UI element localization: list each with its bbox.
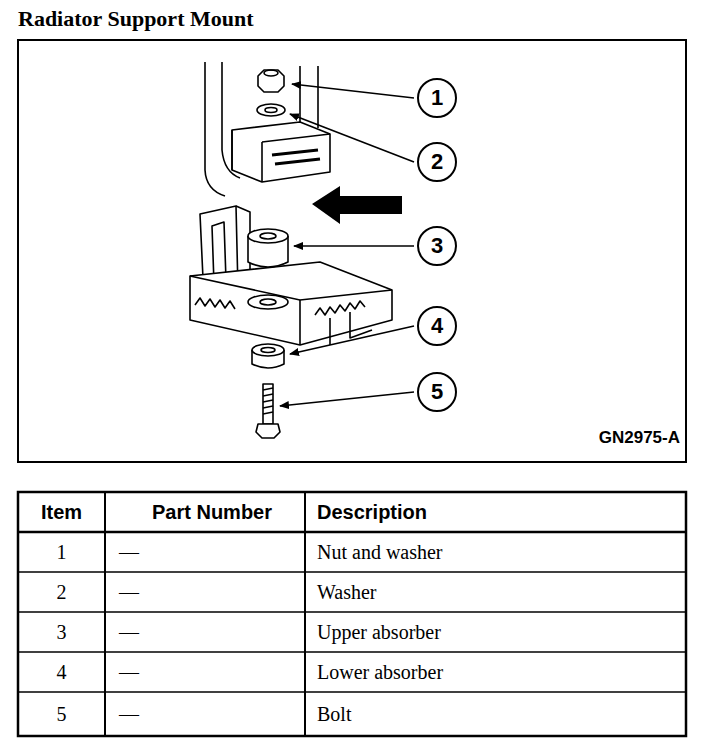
label-cell: Nut and washer <box>305 532 686 572</box>
label-cell: Lower absorber <box>305 652 686 692</box>
direction-arrow <box>312 186 402 224</box>
table-cell: 5 <box>57 703 67 726</box>
label-cell: — <box>105 692 305 736</box>
table-cell: — <box>119 703 139 726</box>
callout-circle: 5 <box>417 372 457 412</box>
table-cell: — <box>119 581 139 604</box>
label-cell: Upper absorber <box>305 612 686 652</box>
label-cell: 4 <box>18 652 105 692</box>
table-cell: 4 <box>57 661 67 684</box>
table-cell: Lower absorber <box>317 661 443 684</box>
label-cell: Description <box>305 492 686 532</box>
table-cell: — <box>119 541 139 564</box>
callout-number: 3 <box>431 235 443 257</box>
table-cell: Nut and washer <box>317 541 443 564</box>
parts-table-grid <box>18 492 686 736</box>
table-cell: 2 <box>57 581 67 604</box>
label-cell: GN2975-A <box>500 424 680 452</box>
mount-drawing <box>190 62 392 438</box>
table-cell: 3 <box>57 621 67 644</box>
table-cell: Bolt <box>317 703 351 726</box>
table-cell: — <box>119 621 139 644</box>
label-cell: 3 <box>18 612 105 652</box>
label-cell: 1 <box>18 532 105 572</box>
figure-frame <box>18 40 686 462</box>
label-cell: Part Number <box>105 492 305 532</box>
callout-number: 2 <box>431 151 443 173</box>
callout-number: 5 <box>431 381 443 403</box>
table-header: Description <box>317 501 427 524</box>
callout-circle: 1 <box>417 78 457 118</box>
figure-code: GN2975-A <box>599 428 680 448</box>
label-cell: — <box>105 572 305 612</box>
callout-number: 4 <box>431 315 443 337</box>
leader-lines <box>280 84 414 406</box>
label-cell: — <box>105 652 305 692</box>
table-cell: Upper absorber <box>317 621 441 644</box>
table-cell: — <box>119 661 139 684</box>
table-header: Item <box>41 501 82 524</box>
callout-circle: 3 <box>417 226 457 266</box>
callout-circle: 2 <box>417 142 457 182</box>
label-cell: Bolt <box>305 692 686 736</box>
label-cell: — <box>105 612 305 652</box>
label-cell: 5 <box>18 692 105 736</box>
table-cell: Washer <box>317 581 376 604</box>
label-cell: Item <box>18 492 105 532</box>
callout-number: 1 <box>431 87 443 109</box>
callout-circle: 4 <box>417 306 457 346</box>
label-cell: — <box>105 532 305 572</box>
table-header: Part Number <box>152 501 272 524</box>
label-cell: Washer <box>305 572 686 612</box>
title: Radiator Support Mount <box>18 6 254 32</box>
table-cell: 1 <box>57 541 67 564</box>
label-cell: 2 <box>18 572 105 612</box>
